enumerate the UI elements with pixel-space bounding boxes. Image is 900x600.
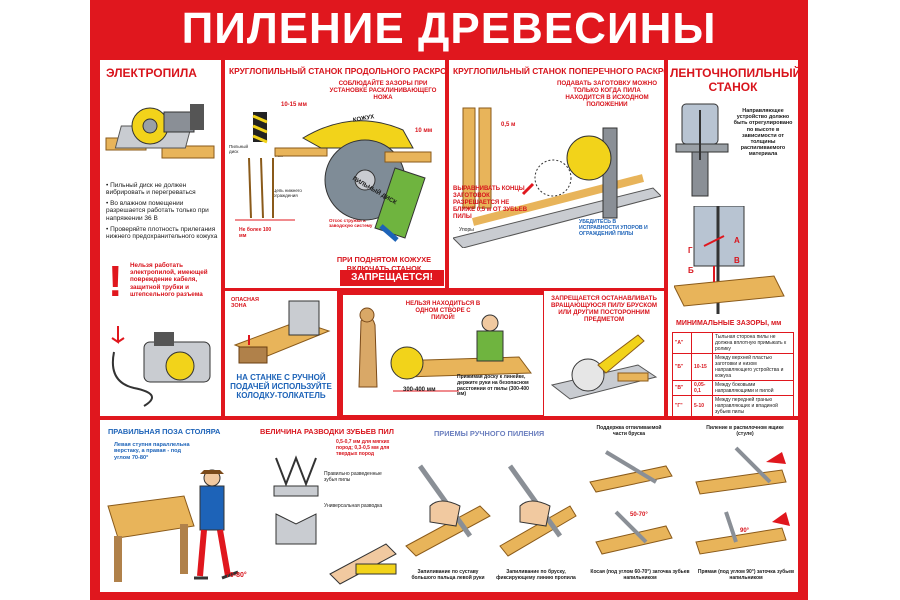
manual-caption-1: Запиливание по суставу большого пальца л…: [411, 569, 485, 581]
gap-desc: Между передней гранью направляющих и впа…: [712, 395, 794, 416]
press-note: Прижимая доску к линейке, держите руки н…: [457, 374, 529, 398]
set-values: 0,5-0,7 мм для мягких пород; 0,3-0,5 мм …: [336, 439, 390, 457]
alignment-note: НЕЛЬЗЯ НАХОДИТЬСЯ В ОДНОМ СТВОРЕ С ПИЛОЙ…: [405, 301, 481, 321]
gap-value: 0,05-0,1: [691, 380, 713, 396]
manual-heading: ПРИЕМЫ РУЧНОГО ПИЛЕНИЯ: [434, 429, 545, 438]
elektropila-rule: • Проверяйте плотность прилегания нижнег…: [106, 226, 218, 241]
gap-value: [691, 332, 713, 354]
forbidden-banner: ЗАПРЕЩАЕТСЯ!: [340, 270, 444, 286]
distance-label: 300-400 мм: [403, 387, 436, 393]
posture-note: Левая ступня параллельна верстаку, а пра…: [114, 442, 190, 461]
dim-0-5: 0,5 м: [501, 122, 516, 128]
stop-note: ЗАПРЕЩАЕТСЯ ОСТАНАВЛИВАТЬ ВРАЩАЮЩУЮСЯ ПИ…: [550, 295, 658, 324]
label-teeth: Цепь нижнего ограждения: [273, 188, 302, 199]
guide-note: Направляющее устройство должно быть отре…: [733, 108, 793, 158]
gap-desc: Между боковыми направляющими и пилой: [712, 380, 794, 396]
guard-up-note: ПРИ ПОДНЯТОМ КОЖУХЕ ВКЛЮЧАТЬ СТАНОК: [336, 255, 432, 273]
poster-title: ПИЛЕНИЕ ДРЕВЕСИНЫ: [181, 4, 717, 53]
manual-sawing-illustration: [405, 464, 577, 557]
rip-saw-gaps-note: СОБЛЮДАЙТЕ ЗАЗОРЫ ПРИ УСТАНОВКЕ РАСКЛИНИ…: [329, 80, 437, 102]
posture-heading: ПРАВИЛЬНАЯ ПОЗА СТОЛЯРА: [108, 427, 221, 436]
box-note: Пиление в распилочном ящике (стуле): [706, 425, 784, 437]
gap-key: "Г": [672, 395, 692, 416]
check-note: УБЕДИТЕСЬ В ИСПРАВНОСТИ УПОРОВ И ОГРАЖДЕ…: [579, 219, 648, 237]
forbidden-text: ЗАПРЕЩАЕТСЯ!: [351, 272, 433, 283]
bevel-caption: Косая (под углом 60-70°) заточка зубьев …: [590, 569, 690, 581]
straight-caption: Прямая (под углом 90°) заточка зубьев на…: [697, 569, 795, 581]
band-saw-gaps-illustration: [674, 206, 785, 314]
gap-key: "В": [672, 380, 692, 396]
gap-key: "Б": [672, 353, 692, 381]
panel-elektropila: ЭЛЕКТРОПИЛА • Пильный диск не должен виб…: [100, 60, 221, 416]
panel-rip-saw: КРУГЛОПИЛЬНЫЙ СТАНОК ПРОДОЛЬНОГО РАСКРОЯ…: [225, 60, 445, 288]
stop-saw-illustration: [550, 334, 658, 400]
angle-50-70: 50-70°: [630, 512, 648, 518]
pusher-block-illustration: [233, 300, 331, 364]
gap-desc: Тыльная сторона пилы не должна вплотную …: [712, 332, 794, 354]
carpenter-posture-illustration: [107, 469, 239, 582]
rip-saw-illustration: [235, 112, 432, 242]
cross-saw-heading: КРУГЛОПИЛЬНЫЙ СТАНОК ПОПЕРЕЧНОГО РАСКРОЯ: [453, 66, 664, 76]
table-row: "А" Тыльная сторона пилы не должна вплотн…: [672, 332, 794, 354]
align-note: ВЫРАВНИВАТЬ КОНЦЫ ЗАГОТОВОК РАЗРЕШАЕТСЯ …: [453, 186, 528, 220]
panel-pusher: ОПАСНАЯ ЗОНА НА СТАНКЕ С РУЧНОЙ ПОДАЧЕЙ …: [225, 291, 337, 416]
band-saw-heading: ЛЕНТОЧНОПИЛЬНЫЙ СТАНОК: [670, 66, 798, 94]
label-suction: Отсос стружки в заводскую систему: [329, 218, 373, 229]
electric-saw-cable-illustration: [111, 326, 211, 407]
gaps-table: "А" Тыльная сторона пилы не должна вплотн…: [672, 332, 794, 416]
gap-desc: Между верхней пластью заготовки и низом …: [712, 353, 794, 381]
gap-letter-g: Г: [688, 246, 693, 255]
dim-100: Не более 100 мм: [239, 227, 272, 239]
label-disk: Пильный диск: [229, 144, 248, 155]
gap-value: 10-15: [691, 353, 713, 381]
dim-10: 10 мм: [415, 128, 433, 134]
gaps-heading: МИНИМАЛЬНЫЕ ЗАЗОРЫ, мм: [676, 320, 782, 327]
set-universal-label: Универсальная разводка: [324, 503, 383, 509]
set-heading: ВЕЛИЧИНА РАЗВОДКИ ЗУБЬЕВ ПИЛ: [260, 427, 394, 436]
gap-key: "А": [672, 332, 692, 354]
elektropila-rule: • Пильный диск не должен вибрировать и п…: [106, 182, 196, 197]
elektropila-heading: ЭЛЕКТРОПИЛА: [106, 66, 197, 80]
elektropila-warning: Нельзя работать электропилой, имеющей по…: [130, 262, 208, 298]
feed-note: ПОДАВАТЬ ЗАГОТОВКУ МОЖНО ТОЛЬКО КОГДА ПИ…: [556, 80, 658, 109]
support-note: Поддержка отпиливаемой части бруска: [596, 425, 662, 437]
worker-saw-illustration: [358, 307, 532, 392]
gap-letter-v: В: [734, 256, 740, 265]
elektropila-rule: • Во влажном помещении разрешается работ…: [106, 200, 209, 222]
dim-10-15: 10-15 мм: [281, 102, 307, 108]
posture-angle: 70-80°: [226, 572, 247, 579]
saw-setting-hand-illustration: [329, 543, 397, 585]
panel-stop-note: ЗАПРЕЩАЕТСЯ ОСТАНАВЛИВАТЬ ВРАЩАЮЩУЮСЯ ПИ…: [544, 291, 664, 416]
gap-letter-a: А: [734, 236, 740, 245]
pusher-note: НА СТАНКЕ С РУЧНОЙ ПОДАЧЕЙ ИСПОЛЬЗУЙТЕ К…: [230, 373, 332, 401]
gap-letter-b: Б: [688, 266, 694, 275]
panel-cross-saw: КРУГЛОПИЛЬНЫЙ СТАНОК ПОПЕРЕЧНОГО РАСКРОЯ…: [449, 60, 664, 288]
circular-saw-illustration: [105, 104, 215, 159]
panel-center-warning: НЕЛЬЗЯ НАХОДИТЬСЯ В ОДНОМ СТВОРЕ С ПИЛОЙ…: [340, 292, 546, 418]
set-correct-label: Правильно разведенные зубья пилы: [324, 471, 382, 483]
band-saw-illustration: [675, 103, 729, 197]
poster-board: ПИЛЕНИЕ ДРЕВЕСИНЫ ЭЛЕКТРОПИЛА • Пильный …: [90, 0, 808, 600]
rip-saw-heading: КРУГЛОПИЛЬНЫЙ СТАНОК ПРОДОЛЬНОГО РАСКРОЯ: [229, 66, 445, 76]
panel-band-saw: ЛЕНТОЧНОПИЛЬНЫЙ СТАНОК Направляющее устр…: [668, 60, 798, 416]
saw-teeth-set-illustration: [273, 455, 319, 545]
gap-value: 5-10: [691, 395, 713, 416]
exclamation-icon: !: [108, 257, 123, 306]
cross-saw-illustration: [453, 107, 661, 248]
manual-caption-2: Запиливание по бруску, фиксирующему лини…: [496, 569, 576, 581]
sawing-techniques-illustration: [589, 446, 790, 555]
danger-zone-label: ОПАСНАЯ ЗОНА: [231, 297, 259, 310]
stop-label: Упоры: [459, 227, 474, 233]
panel-bottom: ПРАВИЛЬНАЯ ПОЗА СТОЛЯРА Левая ступня пар…: [100, 420, 798, 592]
angle-90: 90°: [740, 528, 750, 534]
